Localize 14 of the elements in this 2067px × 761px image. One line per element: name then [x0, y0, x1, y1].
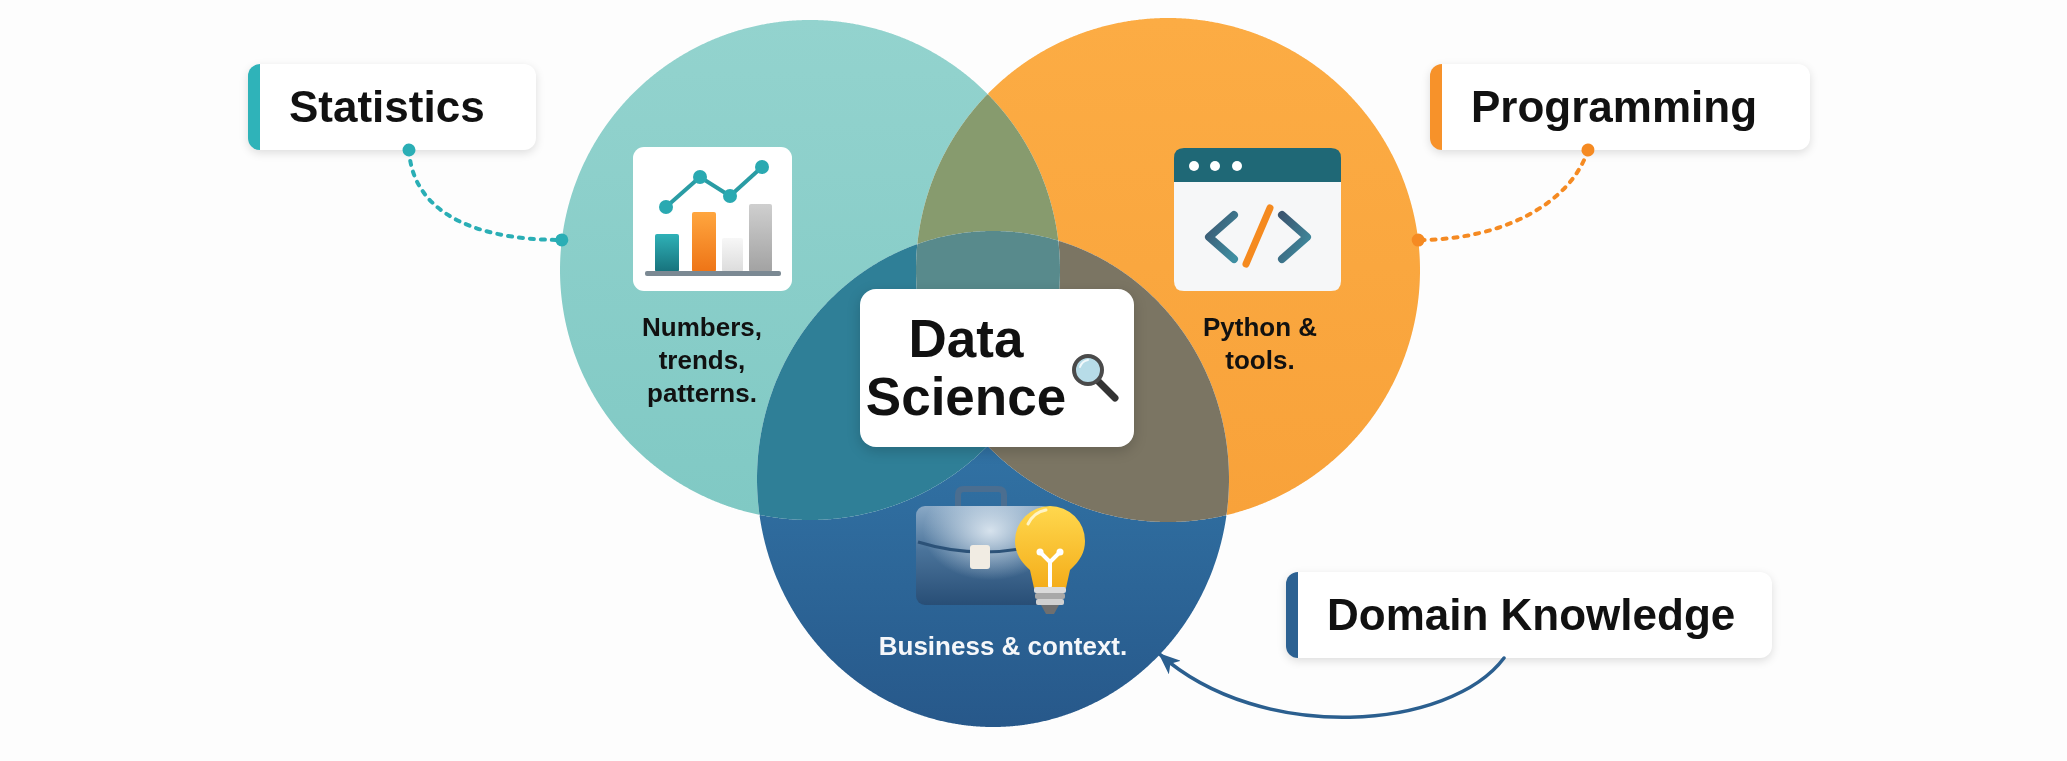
- curved-arrow: [1158, 652, 1506, 719]
- circle-caption: Business & context.: [878, 631, 1128, 661]
- tag-card: [248, 64, 536, 150]
- tag-title: Programming: [1471, 82, 1758, 132]
- tag-card: [1286, 572, 1772, 658]
- title-card: [860, 289, 1134, 447]
- circle-caption: Python & tools.: [1201, 311, 1319, 377]
- dotted-connector: [402, 143, 569, 247]
- circle-caption: Numbers, trends, patterns.: [642, 311, 762, 410]
- tag-title: Statistics: [289, 82, 485, 132]
- dotted-connector: [1411, 143, 1595, 247]
- tag-card: [1430, 64, 1810, 150]
- title-text: Data Science: [864, 310, 1068, 426]
- tag-title: Domain Knowledge: [1327, 590, 1736, 640]
